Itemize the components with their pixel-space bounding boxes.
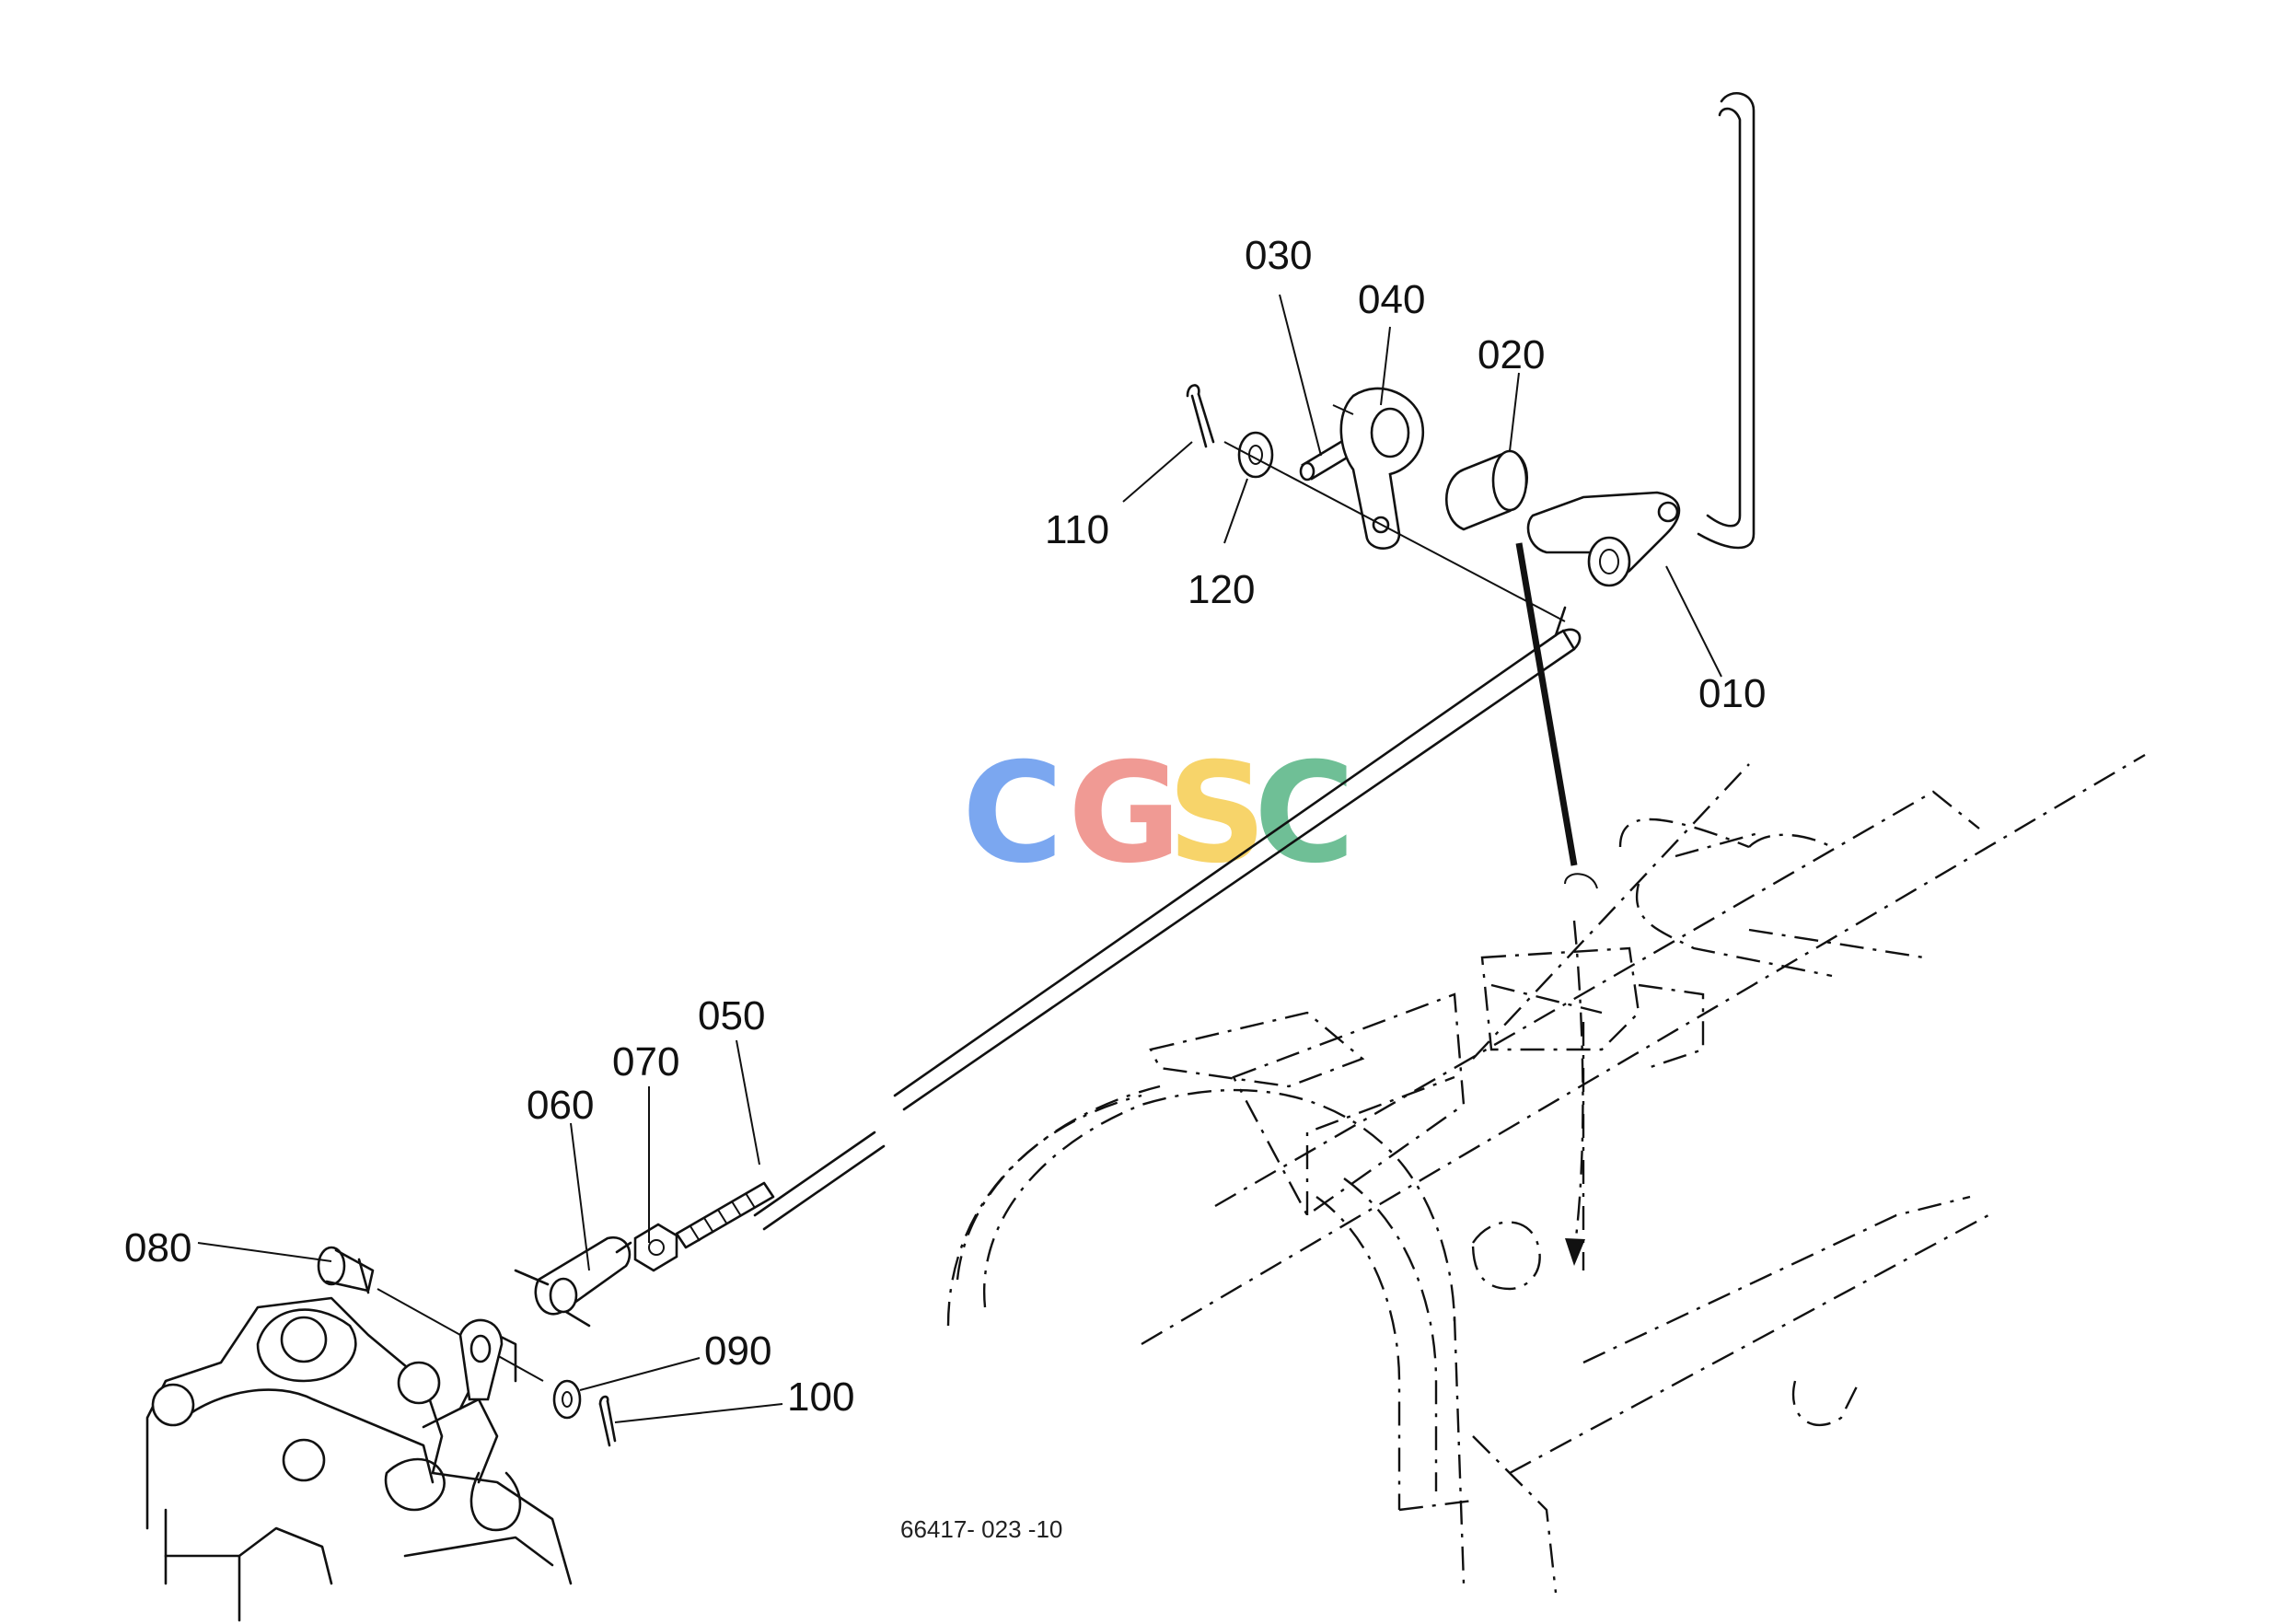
part-label-090: 090 bbox=[704, 1328, 771, 1374]
part-label-020: 020 bbox=[1478, 332, 1545, 377]
vertical-rod bbox=[1697, 92, 1756, 550]
part-label-060: 060 bbox=[527, 1083, 594, 1128]
collar-020 bbox=[1444, 449, 1529, 531]
clevis-060 bbox=[514, 1235, 632, 1328]
part-label-080: 080 bbox=[124, 1225, 191, 1270]
part-label-050: 050 bbox=[698, 993, 765, 1038]
lever-040 bbox=[1332, 387, 1425, 550]
cotter-pin-100 bbox=[598, 1395, 617, 1447]
rod-050 bbox=[753, 606, 1582, 1231]
assembly-location-arrow bbox=[1515, 542, 1598, 1266]
pin-080 bbox=[317, 1246, 544, 1382]
part-label-010: 010 bbox=[1698, 671, 1766, 716]
steering-housing bbox=[145, 1296, 573, 1622]
watermark-letter-s: S bbox=[1167, 734, 1267, 894]
assembly-axis-line bbox=[1223, 441, 1566, 622]
washer-090 bbox=[552, 1379, 582, 1420]
drawing-code: 66417- 023 -10 bbox=[900, 1515, 1062, 1543]
thread-050 bbox=[675, 1181, 775, 1249]
cotter-pin-110 bbox=[1186, 384, 1215, 448]
shaft-lever-010 bbox=[1526, 491, 1681, 587]
watermark-letter-c2: C bbox=[1254, 734, 1355, 894]
leader-lines bbox=[197, 294, 1722, 1423]
watermark-letter-g: G bbox=[1068, 734, 1181, 894]
watermark-letter-c1: C bbox=[962, 734, 1063, 894]
lever-arm bbox=[458, 1318, 504, 1401]
tractor-body-outline bbox=[946, 753, 2146, 1594]
part-label-030: 030 bbox=[1245, 233, 1312, 278]
watermark-logo: C G S C bbox=[962, 734, 1355, 894]
nut-070 bbox=[633, 1223, 678, 1272]
part-label-110: 110 bbox=[1045, 507, 1109, 552]
part-label-100: 100 bbox=[787, 1375, 854, 1420]
part-label-040: 040 bbox=[1358, 277, 1425, 322]
part-label-120: 120 bbox=[1188, 567, 1255, 612]
part-label-070: 070 bbox=[612, 1039, 679, 1085]
washer-120 bbox=[1237, 431, 1274, 479]
part-labels: 010 020 030 040 050 060 070 080 090 100 … bbox=[124, 233, 1766, 1420]
